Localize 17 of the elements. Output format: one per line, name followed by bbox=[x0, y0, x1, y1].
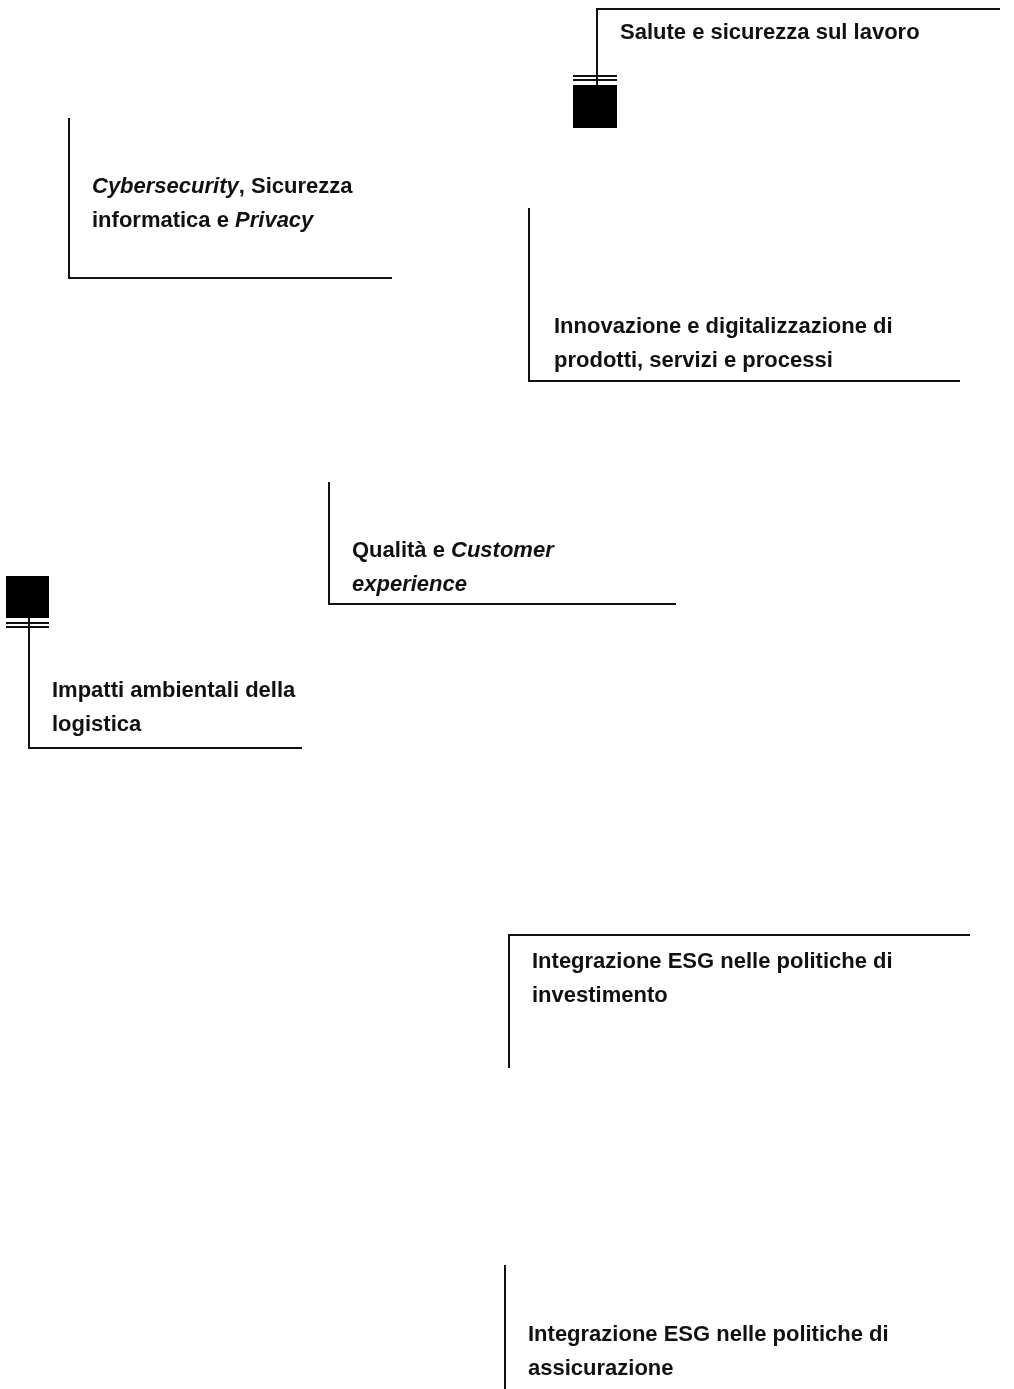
topic-label: Integrazione ESG nelle politiche di investimento bbox=[532, 947, 894, 1009]
bracket-frame bbox=[596, 8, 1000, 72]
topic-label: Integrazione ESG nelle politiche di assicurazione bbox=[528, 1320, 890, 1382]
topic-label: Impatti ambientali della logistica bbox=[52, 676, 297, 738]
connector-line bbox=[6, 617, 49, 628]
bracket-frame bbox=[528, 208, 960, 382]
marker-square bbox=[6, 576, 49, 618]
topic-label: Innovazione e digitalizzazione di prodotti, servizi e processi bbox=[554, 312, 894, 374]
topic-label: Cybersecurity, Sicurezza informatica e Privacy bbox=[92, 172, 354, 234]
bracket-frame bbox=[328, 482, 676, 605]
marker-square bbox=[573, 85, 617, 128]
topic-label: Qualità e Customer experience bbox=[352, 536, 556, 598]
connector-line bbox=[573, 71, 617, 86]
bracket-frame bbox=[68, 118, 392, 279]
bracket-frame bbox=[28, 625, 302, 749]
bracket-frame bbox=[508, 934, 970, 1068]
topic-label: Salute e sicurezza sul lavoro bbox=[620, 18, 921, 46]
